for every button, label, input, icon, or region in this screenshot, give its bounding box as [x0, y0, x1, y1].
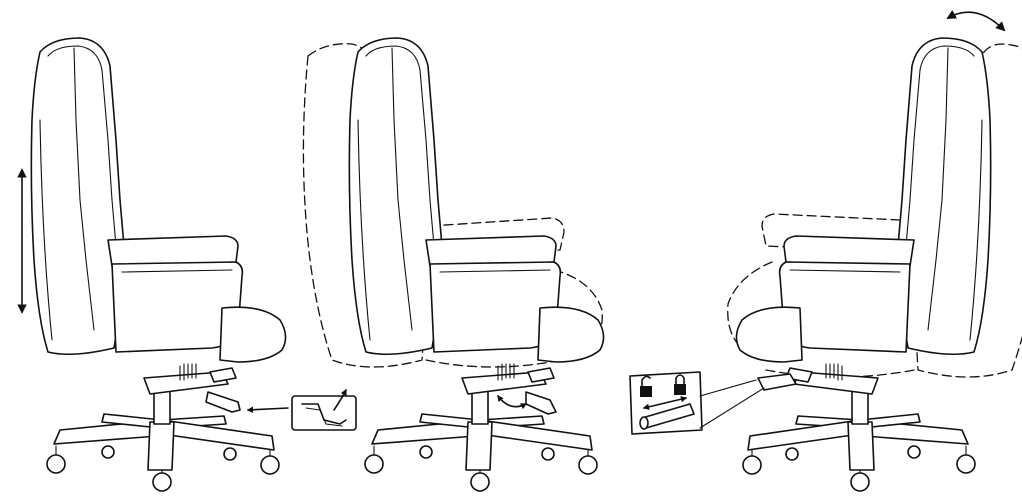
panel-tilt-tension: [302, 37, 605, 492]
panel-seat-height: [17, 37, 357, 492]
lift-lever: [205, 391, 241, 413]
lever-detail-inset: [291, 388, 357, 431]
lock-icon: [674, 374, 686, 395]
curved-double-arrow-icon: [946, 10, 1006, 32]
panel-tilt-lock: [629, 10, 1022, 492]
lock-detail-inset: [629, 371, 765, 435]
lock-handle: [757, 373, 797, 391]
curved-up-arrow-icon: [333, 388, 347, 411]
lever-pointer-arrow: [246, 406, 289, 413]
unlock-icon: [640, 375, 652, 397]
curved-double-arrow-icon: [497, 394, 528, 410]
tension-knob: [525, 391, 557, 415]
double-arrow-horizontal-icon: [642, 396, 688, 410]
